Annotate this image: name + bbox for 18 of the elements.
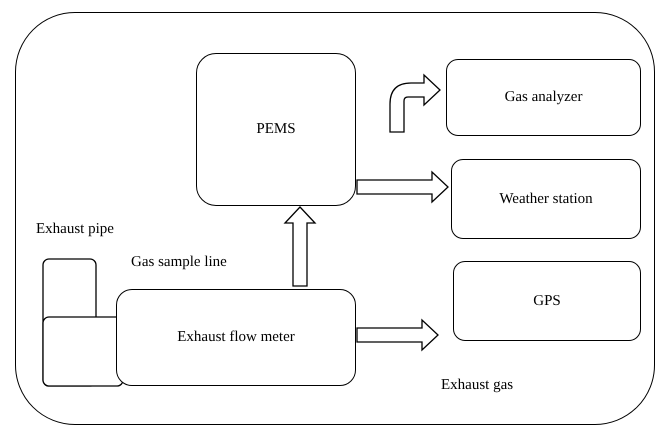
box-label: GPS — [533, 292, 561, 310]
process-box — [451, 159, 641, 239]
block-arrow — [388, 74, 440, 132]
node-label: Exhaust gas — [441, 376, 514, 394]
edge-label: Gas sample line — [131, 254, 227, 271]
box-label: Weather station — [499, 190, 593, 208]
node-heading: Exhaust pipe — [36, 221, 114, 238]
block-arrow — [283, 206, 316, 286]
diagram-frame — [15, 12, 655, 425]
process-box — [446, 59, 641, 136]
box-label: Gas analyzer — [504, 89, 582, 106]
process-box — [196, 53, 356, 206]
block-arrow — [356, 318, 438, 351]
process-box — [116, 289, 356, 386]
process-box — [453, 261, 641, 341]
block-arrow — [356, 170, 448, 203]
box-label: PEMS — [256, 121, 296, 138]
box-label: Exhaust flow meter — [177, 329, 295, 346]
